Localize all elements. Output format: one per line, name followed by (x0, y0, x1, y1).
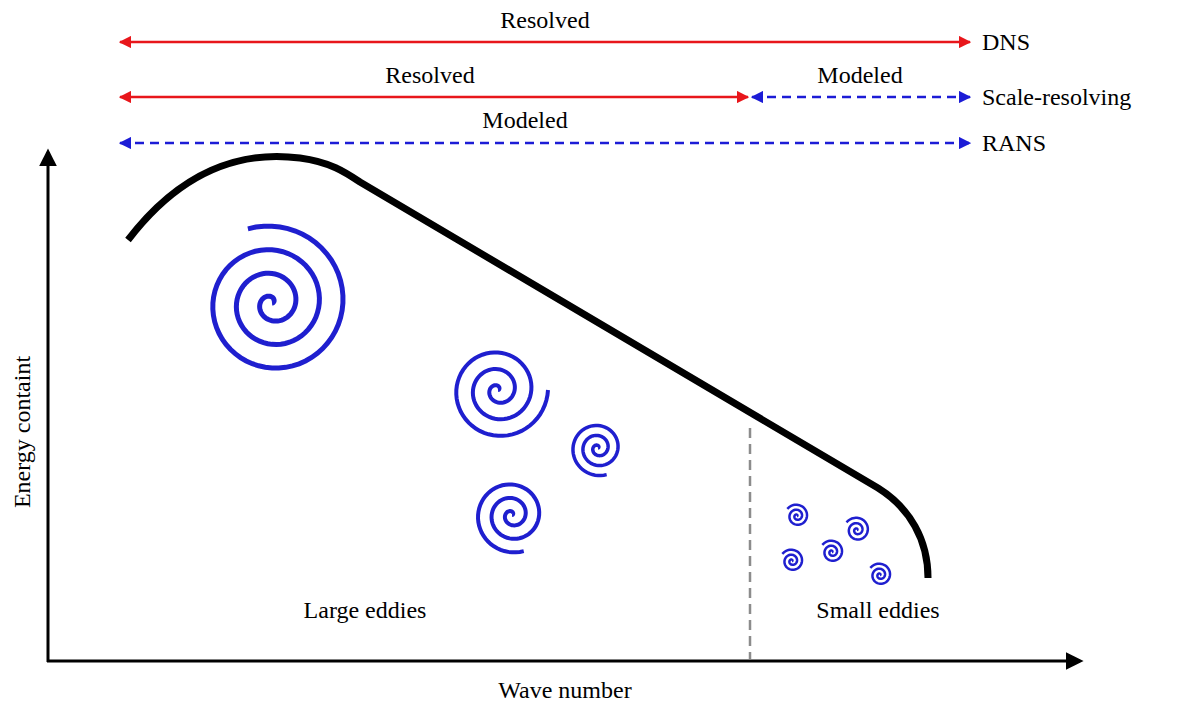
modeled-range-arrow (752, 96, 970, 99)
eddy-spiral (822, 541, 842, 561)
resolved-range-arrow (120, 96, 748, 99)
cutoff-line (749, 428, 752, 659)
range-label: Modeled (817, 62, 902, 88)
range-label: Resolved (500, 7, 589, 33)
method-label: RANS (982, 130, 1046, 156)
eddy-group (213, 226, 890, 584)
x-axis (47, 660, 1080, 663)
method-label: Scale-resolving (982, 84, 1131, 110)
eddy-spiral (782, 550, 802, 570)
range-label: Modeled (482, 107, 567, 133)
resolved-range-arrow (120, 41, 970, 44)
y-axis (47, 152, 50, 662)
axis-title: Energy containt (9, 356, 35, 508)
eddy-spiral (478, 484, 539, 552)
modeled-range-arrow (120, 142, 970, 145)
eddy-spiral (456, 352, 548, 435)
range-label: Resolved (385, 62, 474, 88)
energy-spectrum-curve (128, 156, 928, 578)
method-label: DNS (982, 29, 1030, 55)
eddy-spiral (846, 518, 867, 540)
eddy-spiral (787, 505, 807, 525)
axis-title: Wave number (498, 677, 631, 703)
eddy-spiral (573, 425, 618, 475)
eddy-spiral (870, 564, 890, 584)
region-label: Small eddies (816, 597, 939, 623)
eddy-spiral (213, 226, 343, 368)
region-label: Large eddies (304, 597, 427, 623)
